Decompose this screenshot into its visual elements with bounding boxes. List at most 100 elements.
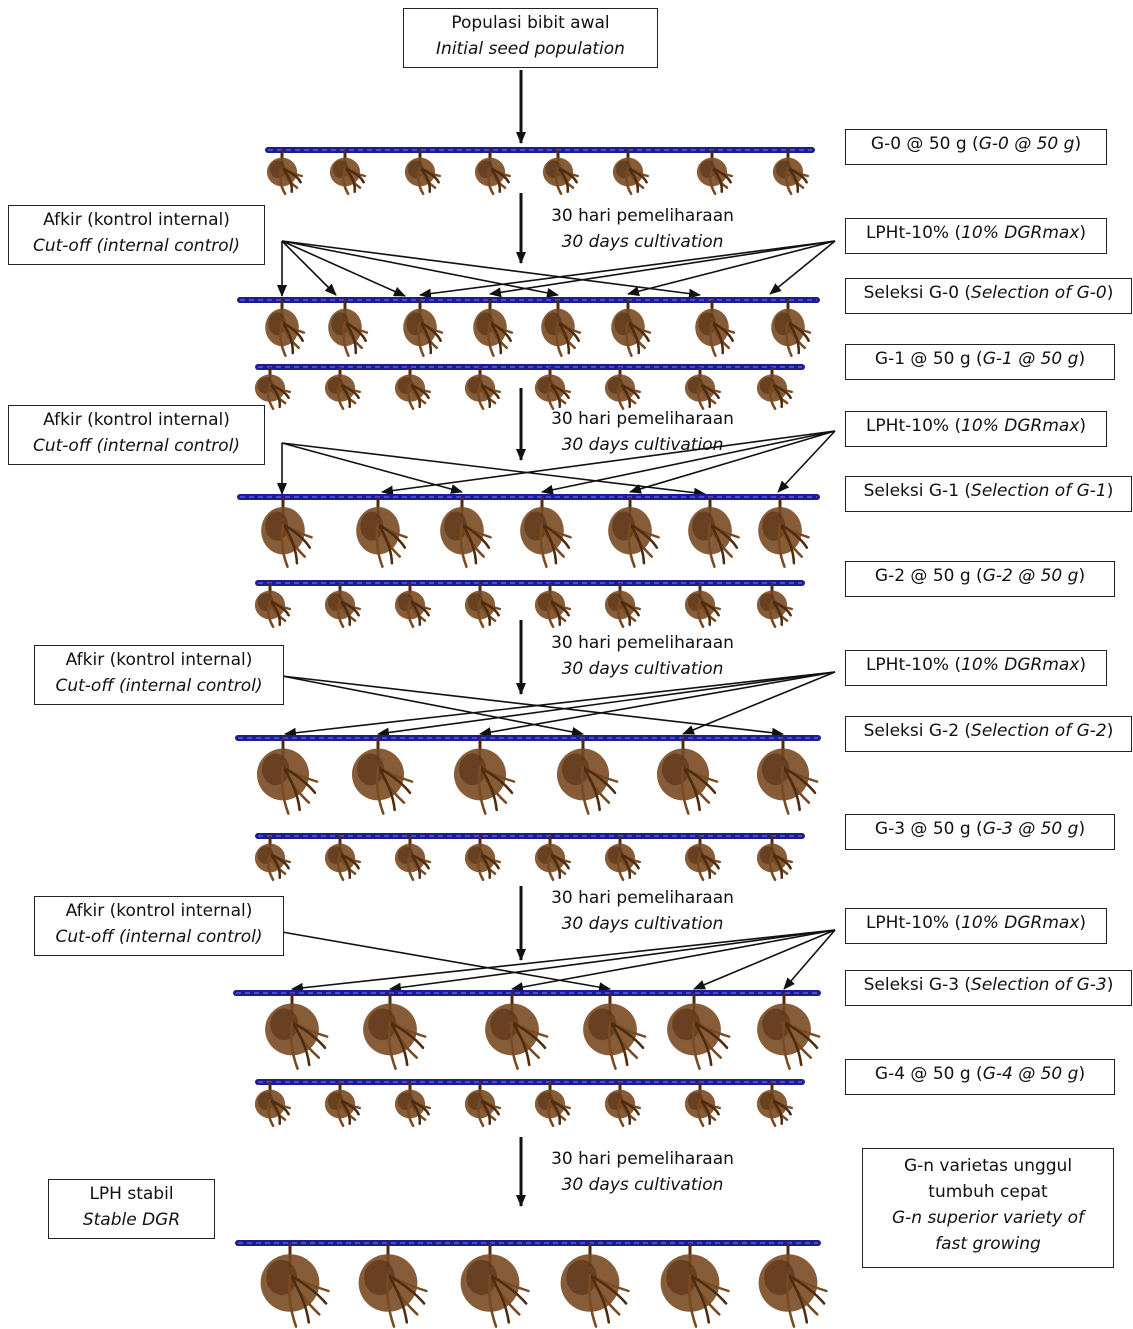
lph-label: LPHt-10% ( [865,416,962,436]
seaweed-clump [758,497,810,568]
seaweed-clump [358,1243,428,1328]
lph-arrow-s1-3 [769,240,836,295]
generation-box-g3: G-3 @ 50 g (G-3 @ 50 g) [845,814,1115,850]
cutoff-arrow-s3-1 [281,675,784,738]
selection-label: Seleksi G-0 ( [863,283,972,303]
lph-arrow-s1-2 [627,240,836,297]
generation-label-en: G-2 @ 50 g [982,566,1079,586]
lph-arrow-s3-3 [682,671,836,735]
seaweed-clump [324,367,361,410]
cultivation-text: 30 hari pemeliharaan [551,888,734,908]
seaweed-clump [556,738,619,815]
lph-box-2: LPHt-10% (10% DGRmax) [845,411,1107,447]
seaweed-clump [656,738,719,815]
rope-g4 [254,1079,805,1127]
cultivation-text-en: 30 days cultivation [561,1175,724,1195]
culture-ropes [233,147,828,1328]
initial-population-box: Populasi bibit awal Initial seed populat… [403,8,658,68]
initial-population-label-en: Initial seed population [436,39,625,59]
cutoff-box-3: Afkir (kontrol internal) Cut-off (intern… [34,645,284,705]
selection-lines [277,240,836,993]
seaweed-clump [756,836,793,881]
seaweed-clump [460,1243,530,1328]
seaweed-clump [758,1243,828,1328]
seaweed-clump [324,583,361,628]
cultivation-label-5: 30 hari pemeliharaan 30 days cultivation [535,1146,750,1198]
seaweed-clump [324,1082,361,1127]
seaweed-clump [684,836,721,881]
generation-paren: ) [1074,134,1082,154]
cutoff-label-en: Cut-off (internal control) [32,236,240,256]
rope-g3 [254,833,805,881]
seaweed-clump [667,993,731,1070]
lph-arrow-s3-0 [284,671,836,738]
seaweed-clump [604,367,641,410]
cultivation-label-1: 30 hari pemeliharaan 30 days cultivation [535,203,750,255]
selection-label-en: Selection of G-1 [971,481,1107,501]
initial-population-label: Populasi bibit awal [451,13,610,33]
lph-arrow-s2-1 [541,430,836,495]
cultivation-label-3: 30 hari pemeliharaan 30 days cultivation [535,630,750,682]
generation-box-g1: G-1 @ 50 g (G-1 @ 50 g) [845,344,1115,380]
cultivation-label-4: 30 hari pemeliharaan 30 days cultivation [535,885,750,937]
cultivation-text-en: 30 days cultivation [561,659,724,679]
lph-arrow-s2-2 [629,430,836,494]
generation-paren: ) [1078,819,1086,839]
lph-label: LPHt-10% ( [865,655,962,675]
seaweed-clump [534,583,571,628]
cutoff-label: Afkir (kontrol internal) [43,210,230,230]
cultivation-text: 30 hari pemeliharaan [551,1149,734,1169]
cutoff-arrow-s1-2 [281,240,559,298]
generation-label: G-1 @ 50 g ( [874,349,983,369]
stable-dgr-label: LPH stabil [89,1184,174,1204]
lph-label-en: 10% DGRmax [961,913,1080,933]
cutoff-arrow-s1-1 [281,240,406,297]
lph-arrow-s3-1 [377,671,836,738]
lph-paren: ) [1079,416,1087,436]
rope-selection-g1 [237,494,820,568]
seaweed-clump [266,150,303,195]
cultivation-text: 30 hari pemeliharaan [551,633,734,653]
seaweed-clump [473,300,514,357]
superior-variety-box: G-n varietas unggul tumbuh cepat G-n sup… [862,1148,1114,1268]
selection-box-g0: Seleksi G-0 (Selection of G-0) [845,278,1132,314]
rope-g0 [265,147,815,195]
seaweed-clump [757,993,821,1070]
seaweed-clump [453,738,516,815]
cultivation-text-en: 30 days cultivation [561,914,724,934]
superior-variety-label-en-1: G-n superior variety of [891,1208,1085,1228]
seaweed-clump [324,836,361,881]
seaweed-clump [329,150,366,195]
lph-arrow-s1-0 [419,240,836,299]
generation-paren: ) [1078,1064,1086,1084]
selection-label-en: Selection of G-2 [971,721,1107,741]
seaweed-clump [684,583,721,628]
seaweed-clump [756,738,819,815]
selection-label: Seleksi G-1 ( [863,481,972,501]
rope-g1 [254,364,805,410]
cutoff-label: Afkir (kontrol internal) [43,410,230,430]
seaweed-clump [604,1082,641,1127]
selection-label-en: Selection of G-0 [971,283,1107,303]
seaweed-clump [256,738,319,815]
seaweed-clump [520,497,572,568]
lph-label-en: 10% DGRmax [961,416,1080,436]
seaweed-clump [604,836,641,881]
lph-arrow-s4-2 [511,929,836,992]
rope-g2 [254,580,805,628]
seaweed-clump [756,367,793,410]
generation-label-en: G-0 @ 50 g [978,134,1075,154]
seaweed-clump [756,1082,793,1127]
superior-variety-label-1: G-n varietas unggul [903,1156,1073,1176]
generation-box-g2: G-2 @ 50 g (G-2 @ 50 g) [845,561,1115,597]
selection-paren: ) [1106,283,1114,303]
stable-dgr-label-en: Stable DGR [82,1210,181,1230]
lph-arrow-s4-3 [693,929,836,990]
lph-paren: ) [1079,655,1087,675]
lph-box-3: LPHt-10% (10% DGRmax) [845,650,1107,686]
seaweed-clump [485,993,549,1070]
seaweed-clump [696,150,733,195]
seaweed-clump [254,836,291,881]
